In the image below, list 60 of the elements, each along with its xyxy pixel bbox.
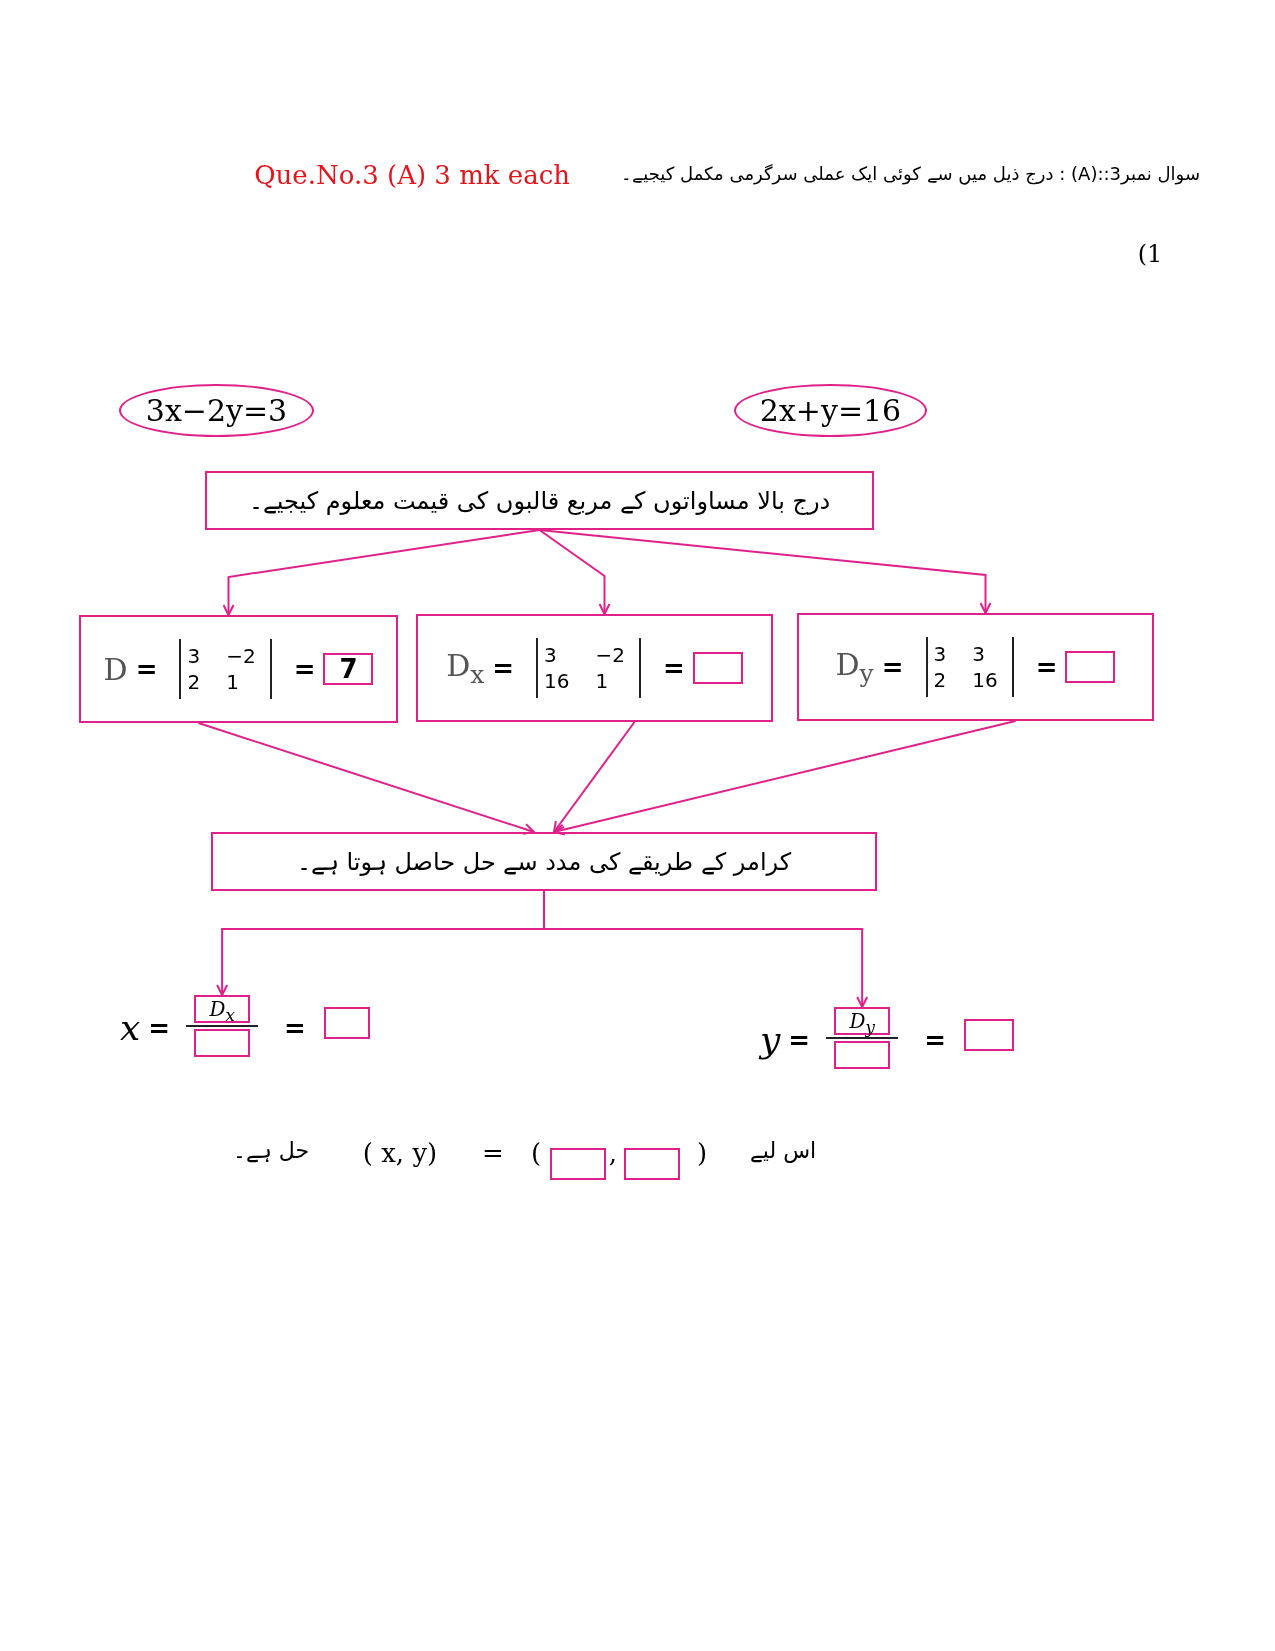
arrow [543, 890, 869, 1008]
equals-sign: = [924, 1025, 946, 1055]
process-box [211, 832, 877, 891]
variable: x [120, 1007, 141, 1048]
matrix-entry: 2 [187, 669, 201, 695]
arrow [553, 721, 636, 833]
process-box [79, 615, 398, 723]
process-box [797, 613, 1154, 721]
matrix-entry: 3 [972, 641, 986, 667]
comma: , [607, 1138, 619, 1168]
item-number: (1 [1136, 240, 1164, 268]
instruction-text: کرامر کے طریقے کی مدد سے حل حاصل ہوتا ہے۔ [296, 847, 792, 876]
matrix-entry: 1 [595, 668, 610, 694]
instruction-text: درج بالا مساواتوں کے مربع قالبوں کی قیمت معلوم کیجیے۔ [248, 486, 831, 515]
equals-sign: = [492, 653, 515, 683]
equals-sign: = [293, 654, 316, 684]
arrow [197, 722, 535, 835]
marks-note: Que.No.3 (A) 3 mk each [253, 160, 570, 190]
ordered-pair: ( x, y) [361, 1138, 439, 1168]
equals-sign: = [663, 653, 685, 683]
answer-box [624, 1148, 680, 1180]
equals-sign: = [284, 1013, 306, 1043]
matrix-entry: 1 [226, 669, 240, 695]
matrix-entry: 16 [972, 667, 998, 693]
determinant-symbol: D [103, 651, 128, 687]
question-heading: سوال نمبر3::(A) : درج ذیل میں سے کوئی ایک عملی سرگرمی مکمل کیجیے۔ [620, 163, 1200, 184]
equals-sign: = [881, 652, 904, 682]
answer-box: 7 [323, 653, 374, 685]
arrow [538, 529, 992, 614]
equals-sign: = [148, 1013, 171, 1043]
matrix-entry: 3 [187, 643, 201, 669]
bracket: ( [529, 1138, 543, 1168]
matrix-entry: −2 [595, 642, 626, 668]
determinant-symbol: D$_{y}$ [835, 646, 874, 688]
answer-box [550, 1148, 606, 1180]
ellipse-node [119, 384, 314, 437]
equation-text: 3x−2y=3 [145, 393, 288, 428]
process-box [205, 471, 874, 530]
matrix-entry: 16 [544, 668, 570, 694]
determinant-symbol: D$_{x}$ [446, 647, 485, 689]
bracket: ) [695, 1138, 709, 1168]
numerator-box: D$_{x}$ [194, 995, 251, 1023]
arrow [553, 720, 1017, 836]
equals-sign: = [481, 1138, 505, 1168]
answer-text: حل ہے۔ [231, 1138, 311, 1163]
equals-sign: = [788, 1025, 811, 1055]
equation-text: 2x+y=16 [759, 393, 902, 428]
process-box [416, 614, 773, 722]
equals-sign: = [135, 654, 158, 684]
answer-text: اس لیے [748, 1138, 818, 1163]
matrix-entry: 2 [933, 667, 947, 693]
equals-sign: = [1035, 652, 1058, 682]
ellipse-node [734, 384, 927, 437]
variable: y [760, 1019, 781, 1060]
arrow [538, 529, 611, 615]
matrix-entry: 3 [544, 642, 558, 668]
matrix-entry: 3 [933, 641, 947, 667]
matrix-entry: −2 [226, 643, 256, 669]
numerator-box: D$_{y}$ [834, 1007, 891, 1035]
arrow [222, 529, 541, 616]
